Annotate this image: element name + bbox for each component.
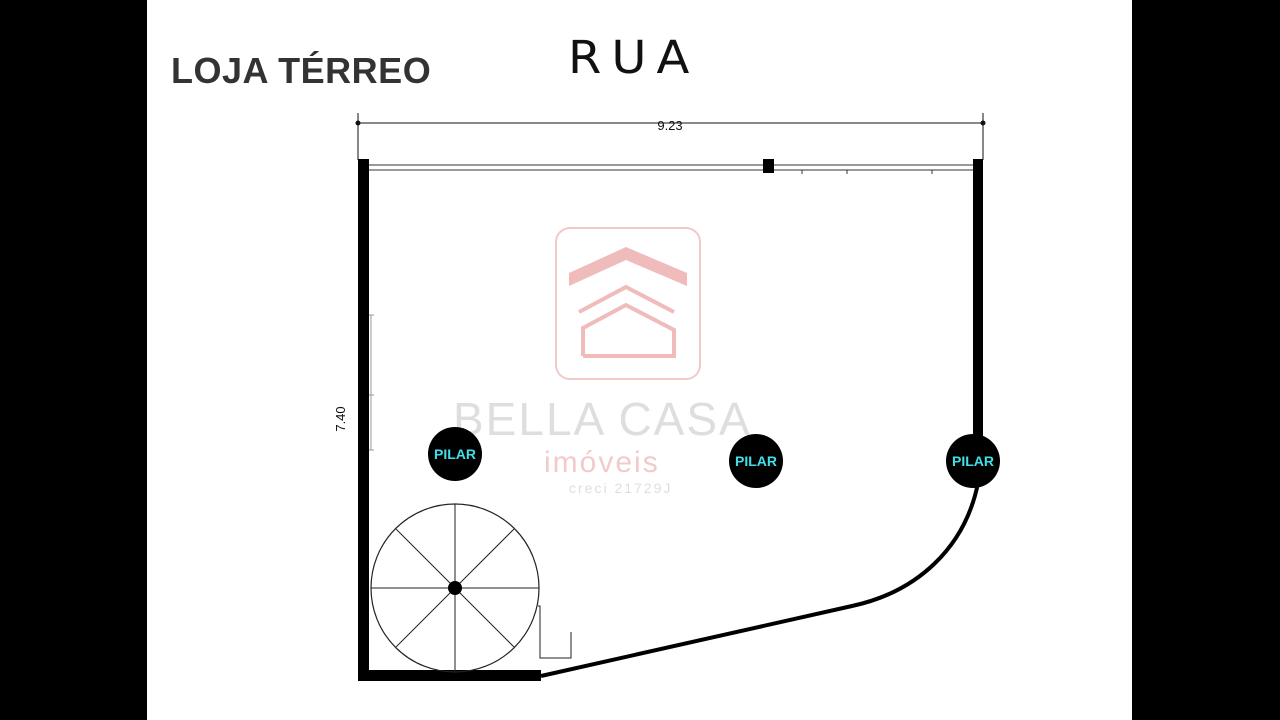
pillar-3-label: PILAR <box>952 453 994 469</box>
street-label: RUA <box>568 31 700 85</box>
depth-dimension-label: 7.40 <box>333 406 348 431</box>
watermark: BELLA CASA imóveis creci 21729J <box>453 227 752 496</box>
walls <box>358 159 983 681</box>
watermark-subtitle: imóveis <box>544 446 660 479</box>
floor-plan-page: LOJA TÉRREO RUA 9.23 7.40 BELLA CASA <box>147 0 1132 720</box>
house-roof-logo-icon <box>555 227 701 380</box>
width-dimension: 9.23 <box>355 113 986 160</box>
floor-plan-drawing: 9.23 7.40 BELLA CASA imóveis creci 21729… <box>333 113 1000 681</box>
pillar-1: PILAR <box>428 427 482 481</box>
watermark-registration: creci 21729J <box>569 480 672 496</box>
pillar-3: PILAR <box>946 434 1000 488</box>
floor-title: LOJA TÉRREO <box>171 50 432 91</box>
storefront-line <box>365 159 975 174</box>
spiral-staircase <box>370 503 572 673</box>
watermark-brand: BELLA CASA <box>453 393 752 445</box>
pillar-1-label: PILAR <box>434 446 476 462</box>
pillar-2-label: PILAR <box>735 453 777 469</box>
pillar-2: PILAR <box>729 434 783 488</box>
width-dimension-label: 9.23 <box>657 118 682 133</box>
